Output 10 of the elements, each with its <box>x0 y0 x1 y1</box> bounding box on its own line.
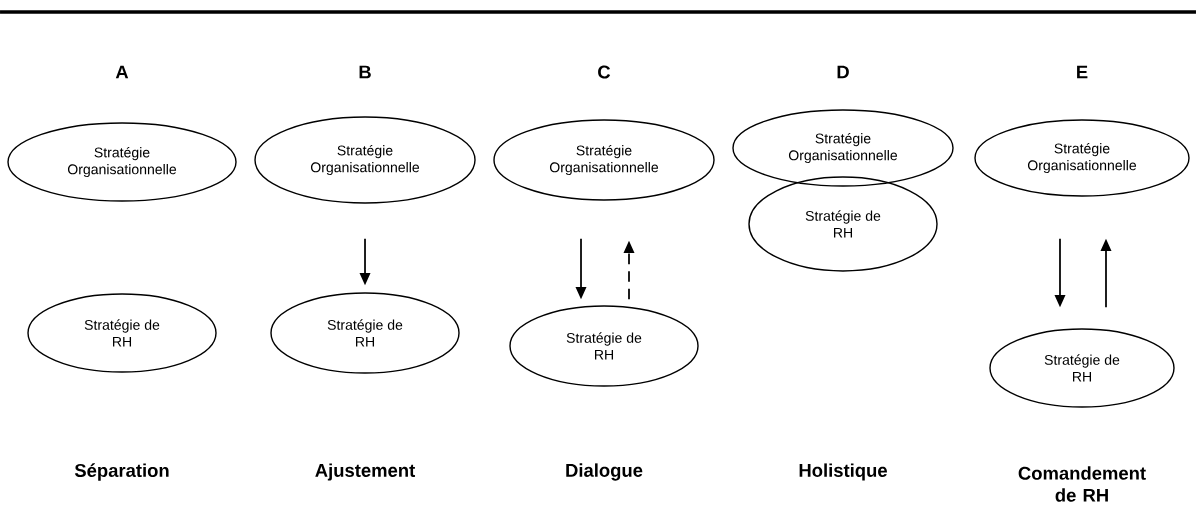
model-name: Holistique <box>799 463 887 481</box>
column-letter: E <box>1077 65 1088 79</box>
model-name: Ajustement <box>315 463 415 481</box>
model-name: Dialogue <box>566 463 643 481</box>
model-name: Comandement de RH <box>1018 466 1146 502</box>
column-letter: A <box>115 65 129 79</box>
column-letter: C <box>598 65 611 79</box>
column-letter: B <box>359 65 371 79</box>
model-name: Séparation <box>74 463 169 481</box>
column-letter: D <box>837 65 849 79</box>
